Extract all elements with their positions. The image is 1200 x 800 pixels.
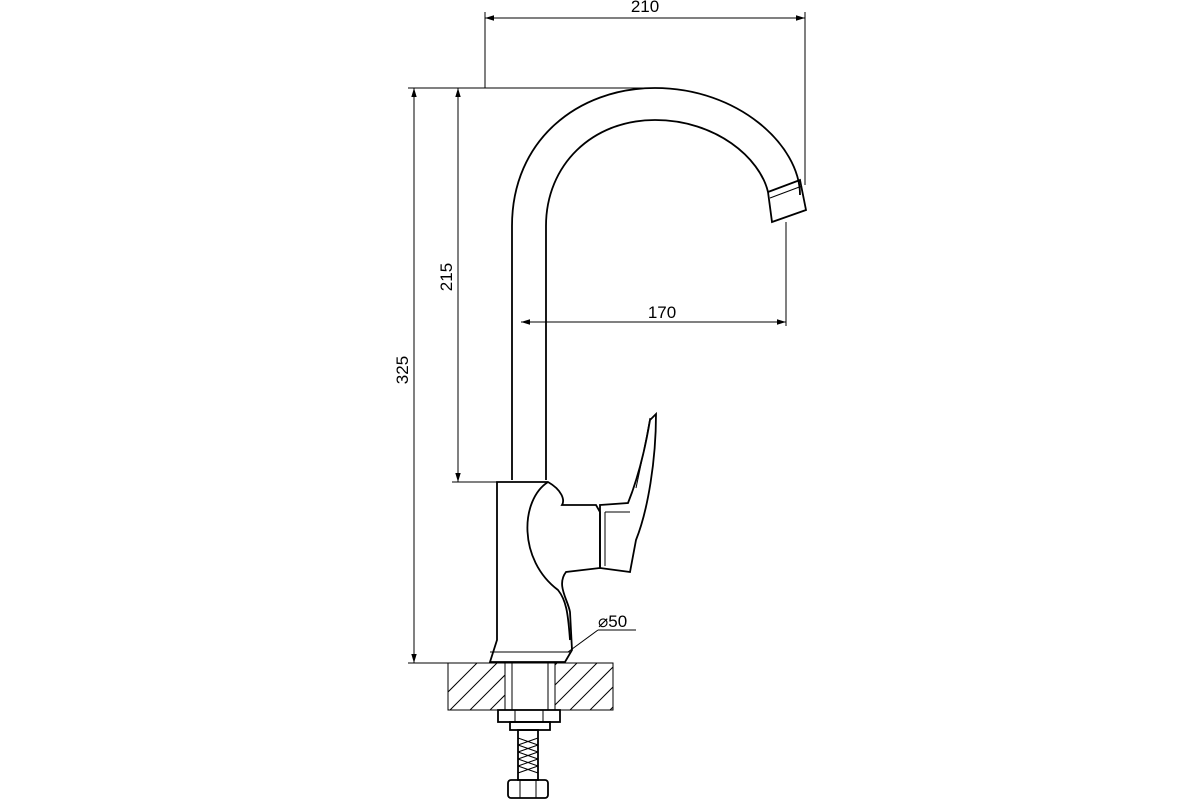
- countertop-section: [447, 662, 614, 711]
- faucet-spout: [511, 87, 808, 480]
- faucet-body: [488, 481, 601, 663]
- dimension-spout-reach: 170: [521, 222, 787, 326]
- mounting-nut: [497, 709, 561, 731]
- dimension-spout-reach-label: 170: [648, 303, 676, 322]
- dimension-total-height: 325: [393, 87, 655, 664]
- dimension-total-width-label: 210: [631, 0, 659, 16]
- hose-fitting-nut: [507, 779, 549, 799]
- dimension-spout-height: 215: [437, 88, 497, 483]
- dimension-total-height-label: 325: [393, 356, 412, 384]
- dimension-base-diameter: ⌀50: [567, 612, 636, 653]
- dimension-base-diameter-label: ⌀50: [598, 612, 627, 631]
- dimension-total-width: 210: [484, 0, 806, 185]
- dimension-spout-height-label: 215: [437, 263, 456, 291]
- faucet-handle: [599, 411, 657, 574]
- supply-hose: [517, 729, 539, 781]
